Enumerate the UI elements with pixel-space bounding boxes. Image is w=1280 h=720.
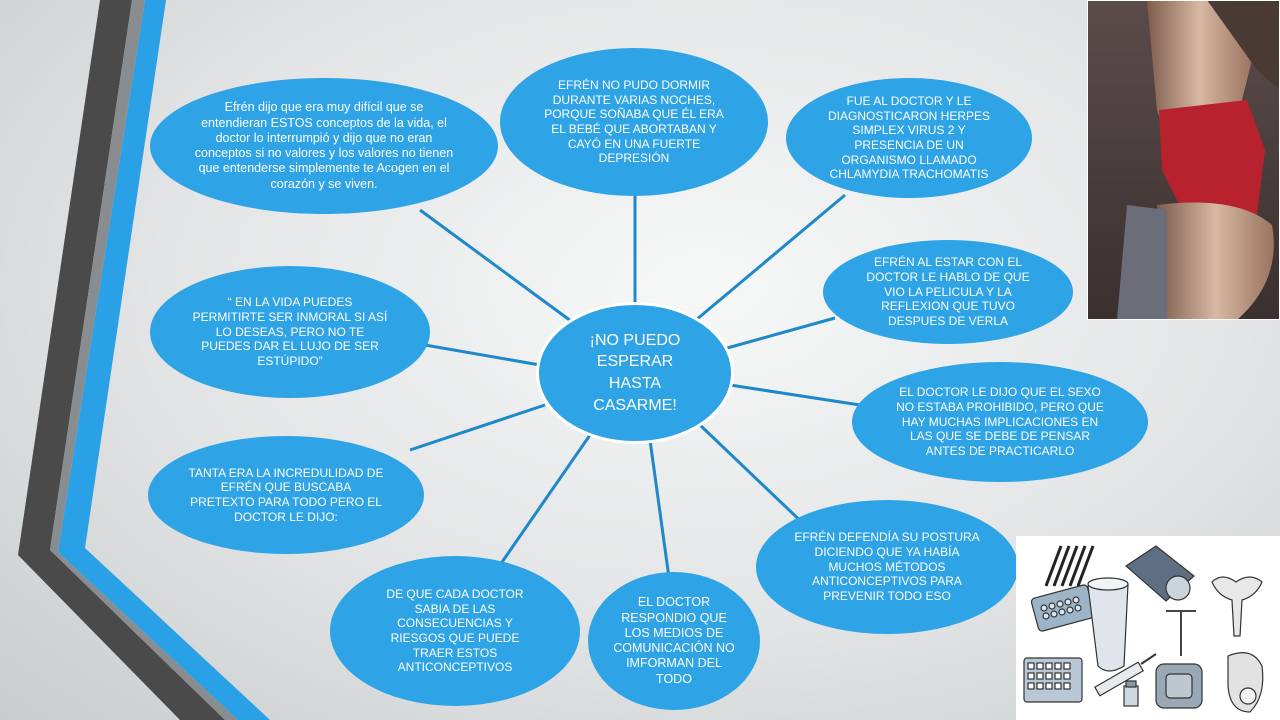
iud-icon <box>1166 610 1196 656</box>
bubble-top-center: EFRÉN NO PUDO DORMIR DURANTE VARIAS NOCH… <box>500 48 768 196</box>
uterus-icon <box>1211 576 1263 637</box>
bubble-bottom-center: EL DOCTOR RESPONDIO QUE LOS MEDIOS DE CO… <box>588 572 760 710</box>
vial-icon <box>1123 680 1139 707</box>
bubble-left-lower: TANTA ERA LA INCREDULIDAD DE EFRÉN QUE B… <box>148 436 424 554</box>
bubble-bottom-left: DE QUE CADA DOCTOR SABIA DE LAS CONSECUE… <box>330 556 580 706</box>
implant-rods-icon <box>1044 545 1095 587</box>
bubble-right-lower-text: EFRÉN DEFENDÍA SU POSTURA DICIENDO QUE Y… <box>794 530 980 603</box>
connector-lines <box>409 193 861 586</box>
female-condom-icon <box>1087 577 1129 672</box>
bubble-right-middle: EL DOCTOR LE DIJO QUE EL SEXO NO ESTABA … <box>852 362 1148 482</box>
bubble-left-upper-text: “ EN LA VIDA PUEDES PERMITIRTE SER INMOR… <box>192 295 388 368</box>
bubble-left-upper: “ EN LA VIDA PUEDES PERMITIRTE SER INMOR… <box>150 266 430 398</box>
bubble-top-center-text: EFRÉN NO PUDO DORMIR DURANTE VARIAS NOCH… <box>544 78 724 166</box>
bubble-top-right-text: FUE AL DOCTOR Y LE DIAGNOSTICARON HERPES… <box>827 94 991 182</box>
pregnant-belly-photo <box>1087 0 1280 320</box>
bubble-bottom-center-text: EL DOCTOR RESPONDIO QUE LOS MEDIOS DE CO… <box>613 595 735 686</box>
bubble-left-lower-text: TANTA ERA LA INCREDULIDAD DE EFRÉN QUE B… <box>188 465 384 524</box>
syringe-icon <box>1094 653 1157 697</box>
bubble-bottom-left-text: DE QUE CADA DOCTOR SABIA DE LAS CONSECUE… <box>386 587 524 675</box>
pill-pack-icon <box>1030 584 1096 632</box>
pill-strip-icon <box>1023 657 1083 703</box>
contraceptives-illustration <box>1016 536 1280 720</box>
bubble-top-left-text: Efrén dijo que era muy difícil que se en… <box>194 100 454 191</box>
bubble-right-lower: EFRÉN DEFENDÍA SU POSTURA DICIENDO QUE Y… <box>756 500 1018 634</box>
bubble-top-right: FUE AL DOCTOR Y LE DIAGNOSTICARON HERPES… <box>786 78 1032 198</box>
center-title-text: ¡NO PUEDO ESPERAR HASTA CASARME! <box>589 331 681 414</box>
bubble-right-upper-text: EFRÉN AL ESTAR CON EL DOCTOR LE HABLO DE… <box>866 255 1030 328</box>
bubble-right-middle-text: EL DOCTOR LE DIJO QUE EL SEXO NO ESTABA … <box>896 385 1104 458</box>
contraceptive-patch-icon <box>1155 663 1203 709</box>
bubble-right-upper: EFRÉN AL ESTAR CON EL DOCTOR LE HABLO DE… <box>823 240 1073 344</box>
center-title: ¡NO PUEDO ESPERAR HASTA CASARME! <box>536 302 734 444</box>
bubble-top-left: Efrén dijo que era muy difícil que se en… <box>150 78 498 214</box>
condom-package-icon <box>1125 545 1195 602</box>
male-anatomy-icon <box>1227 652 1264 713</box>
